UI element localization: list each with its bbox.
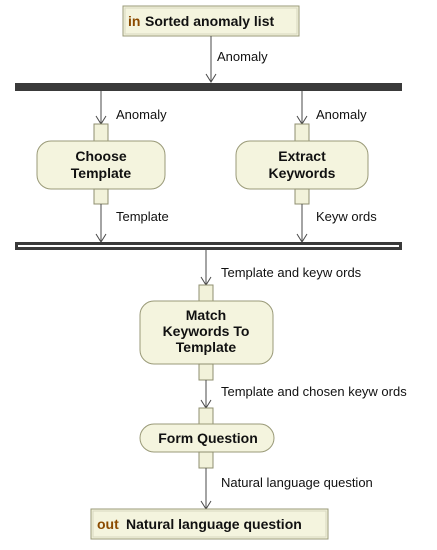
form-question-label: Form Question [158,430,258,446]
edge-input-to-fork: Anomaly [205,36,268,83]
edge-label-template-and-chosen-keywords: Template and chosen keyw ords [221,384,407,399]
extract-keywords-input-pin [294,123,310,142]
edge-label-keywords: Keyw ords [316,209,377,224]
edge-choose-to-join: Template [95,204,169,243]
choose-template-line1: Choose [75,148,127,164]
output-parameter-name: Natural language question [126,516,302,532]
form-question-output-pin [198,451,214,469]
edge-extract-to-join: Keyw ords [296,204,377,243]
edge-label-anomaly-left: Anomaly [116,107,167,122]
form-question-action[interactable]: Form Question [139,407,275,469]
choose-template-line2: Template [71,165,132,181]
extract-keywords-output-pin [294,188,310,205]
choose-template-action[interactable]: Choose Template [36,123,166,205]
input-parameter-name: Sorted anomaly list [145,13,274,29]
output-keyword: out [97,516,119,532]
edge-fork-to-choose: Anomaly [95,91,167,125]
extract-keywords-line1: Extract [278,148,326,164]
edge-match-to-form: Template and chosen keyw ords [200,380,407,409]
extract-keywords-action[interactable]: Extract Keywords [235,123,369,205]
join-bar [15,242,402,250]
fork-bar [15,83,402,91]
match-keywords-output-pin [198,363,214,381]
choose-template-input-pin [93,123,109,142]
choose-template-output-pin [93,188,109,205]
extract-keywords-line2: Keywords [269,165,336,181]
edge-label-template: Template [116,209,169,224]
edge-join-to-match: Template and keyw ords [200,250,362,286]
edge-label-anomaly-top: Anomaly [217,49,268,64]
form-question-input-pin [198,407,214,425]
match-keywords-line3: Template [176,339,237,355]
edge-label-natural-language-question: Natural language question [221,475,373,490]
match-keywords-line1: Match [186,307,226,323]
output-parameter-node[interactable]: out Natural language question [90,508,329,540]
match-keywords-input-pin [198,284,214,302]
input-parameter-node[interactable]: in Sorted anomaly list [122,5,300,37]
edge-label-template-and-keywords: Template and keyw ords [221,265,362,280]
edge-fork-to-extract: Anomaly [296,91,367,125]
edge-form-to-output: Natural language question [200,468,373,510]
match-keywords-action[interactable]: Match Keywords To Template [139,284,274,381]
input-keyword: in [128,13,140,29]
match-keywords-line2: Keywords To [163,323,250,339]
edge-label-anomaly-right: Anomaly [316,107,367,122]
